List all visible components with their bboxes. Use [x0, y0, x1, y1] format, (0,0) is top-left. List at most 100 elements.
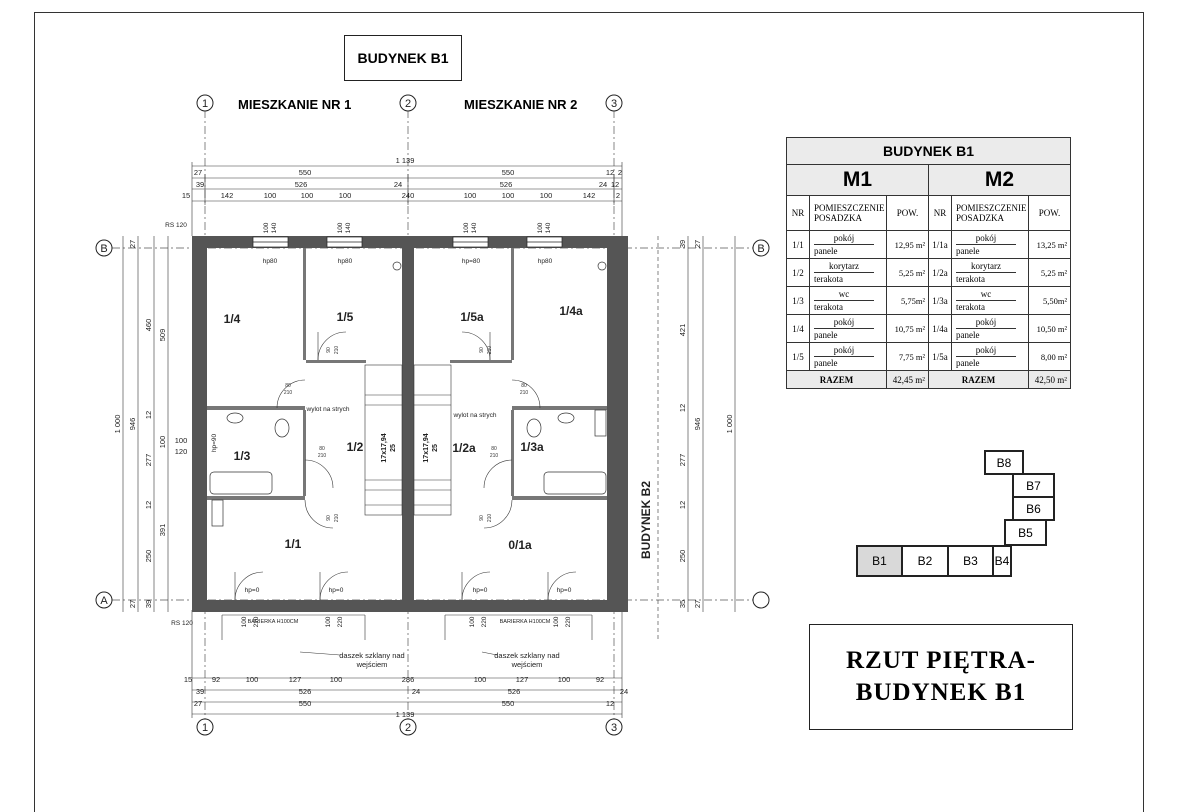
plan-title-line-2: BUDYNEK B1 [855, 679, 1027, 706]
svg-text:90: 90 [326, 515, 332, 521]
dim-left-946: 946 [128, 418, 137, 431]
dim-top-r2-1: 526 [295, 180, 308, 189]
svg-text:100: 100 [263, 222, 270, 233]
dim-top-r3-7: 100 [502, 191, 515, 200]
svg-text:hp80: hp80 [538, 258, 553, 265]
dim-top-r3-6: 100 [464, 191, 477, 200]
stair-size-1: 17x17,94 [381, 433, 388, 462]
svg-text:210: 210 [334, 346, 340, 355]
svg-text:100: 100 [537, 222, 544, 233]
stair-tread-2: 25 [432, 444, 439, 452]
keyplan-b7: B7 [1012, 473, 1055, 498]
svg-text:140: 140 [271, 222, 278, 233]
svg-text:210: 210 [487, 514, 493, 523]
room-1-2a: 1/2a [452, 441, 476, 455]
room-1-2: 1/2 [347, 440, 364, 454]
dim-bot-r1-0: 15 [184, 675, 192, 684]
building-title: BUDYNEK B1 [357, 50, 449, 66]
dim-bot-r2-2: 24 [412, 687, 420, 696]
canopy-outline [221, 614, 593, 656]
svg-text:80: 80 [319, 446, 325, 452]
dim-top-r3-3: 100 [301, 191, 314, 200]
dim-bot-r3-3: 12 [606, 699, 614, 708]
flat-1-label: MIESZKANIE NR 1 [238, 97, 352, 112]
keyplan-b3: B3 [947, 545, 994, 577]
svg-text:140: 140 [471, 222, 478, 233]
svg-text:220: 220 [253, 616, 260, 627]
stair-tread-1: 25 [390, 444, 397, 452]
dim-bot-r2-3: 526 [508, 687, 521, 696]
exterior-walls [192, 236, 622, 612]
bathtub-left [209, 471, 273, 495]
dim-bot-r1-1: 92 [212, 675, 220, 684]
chimney-left [392, 261, 402, 271]
toilet-right [526, 418, 542, 438]
dim-top-r1-2: 550 [502, 168, 515, 177]
dim-top-r2-2: 24 [394, 180, 402, 189]
axis-b-right: B [757, 243, 764, 255]
bathtub-right [543, 471, 607, 495]
dim-right-overall: 1 000 [725, 415, 734, 434]
m1-total: 42,45 m² [886, 370, 929, 389]
svg-text:100: 100 [553, 616, 560, 627]
axis-a-left: A [100, 595, 108, 607]
b2-wall [622, 236, 628, 612]
sink-left [226, 412, 244, 424]
dim-right-27a: 27 [693, 240, 702, 248]
table-m2-header: M2 [928, 164, 1071, 196]
small-notes: hp80 hp80 hp=80 hp80 100 140 100 140 100… [165, 222, 572, 627]
axis-1-top: 1 [202, 98, 208, 110]
dim-left-509: 509 [158, 329, 167, 342]
dim-bot-r2-1: 526 [299, 687, 312, 696]
boiler-right [594, 409, 607, 437]
keyplan-b4: B4 [992, 545, 1012, 577]
svg-text:210: 210 [318, 453, 327, 459]
dim-left-27b: 27 [128, 600, 137, 608]
top-windows [252, 236, 563, 248]
svg-text:210: 210 [284, 390, 293, 396]
svg-text:140: 140 [545, 222, 552, 233]
svg-text:hp=0: hp=0 [557, 587, 572, 594]
svg-text:daszek szklany nad: daszek szklany nad [339, 651, 404, 660]
stair-labels: 17x17,94 17x17,94 25 25 [381, 433, 439, 462]
svg-text:220: 220 [337, 616, 344, 627]
door-swings [234, 331, 577, 601]
axis-3-top: 3 [611, 98, 617, 110]
col-area-1: POW. [886, 195, 929, 231]
dim-left-460: 460 [144, 319, 153, 332]
dim-top-r1-0: 27 [194, 168, 202, 177]
dim-left-120: 120 [175, 447, 188, 456]
dim-left-250: 250 [144, 550, 153, 563]
keyplan-b6: B6 [1012, 496, 1055, 521]
toilet-left [274, 418, 290, 438]
building-title-box: BUDYNEK B1 [344, 35, 462, 81]
dim-right-35: 35 [678, 600, 687, 608]
dim-right-421: 421 [678, 324, 687, 337]
dim-bot-r3-0: 27 [194, 699, 202, 708]
room-1-3: 1/3 [234, 449, 251, 463]
room-1-1: 1/1 [285, 537, 302, 551]
dim-left-12b: 12 [144, 501, 153, 509]
axis-1-bottom: 1 [202, 722, 208, 734]
table-title: BUDYNEK B1 [786, 137, 1071, 165]
keyplan-b1: B1 [856, 545, 903, 577]
rail-note-left: BARIERKA H100CM [248, 619, 299, 625]
dim-left-100: 100 [175, 436, 188, 445]
rail-note-right: BARIERKA H100CM [500, 619, 551, 625]
svg-text:90: 90 [326, 347, 332, 353]
col-nr-2: NR [928, 195, 952, 231]
dim-top-r2-5: 12 [611, 180, 619, 189]
dim-top-r3-2: 100 [264, 191, 277, 200]
bottom-dimension-text: 15 92 100 127 100 286 100 127 100 92 39 … [184, 675, 628, 719]
dim-right-946: 946 [693, 418, 702, 431]
dim-top-r3-5: 240 [402, 191, 415, 200]
dim-right-39: 39 [678, 240, 687, 248]
flat-2-label: MIESZKANIE NR 2 [464, 97, 578, 112]
dim-bot-r1-4: 100 [330, 675, 343, 684]
